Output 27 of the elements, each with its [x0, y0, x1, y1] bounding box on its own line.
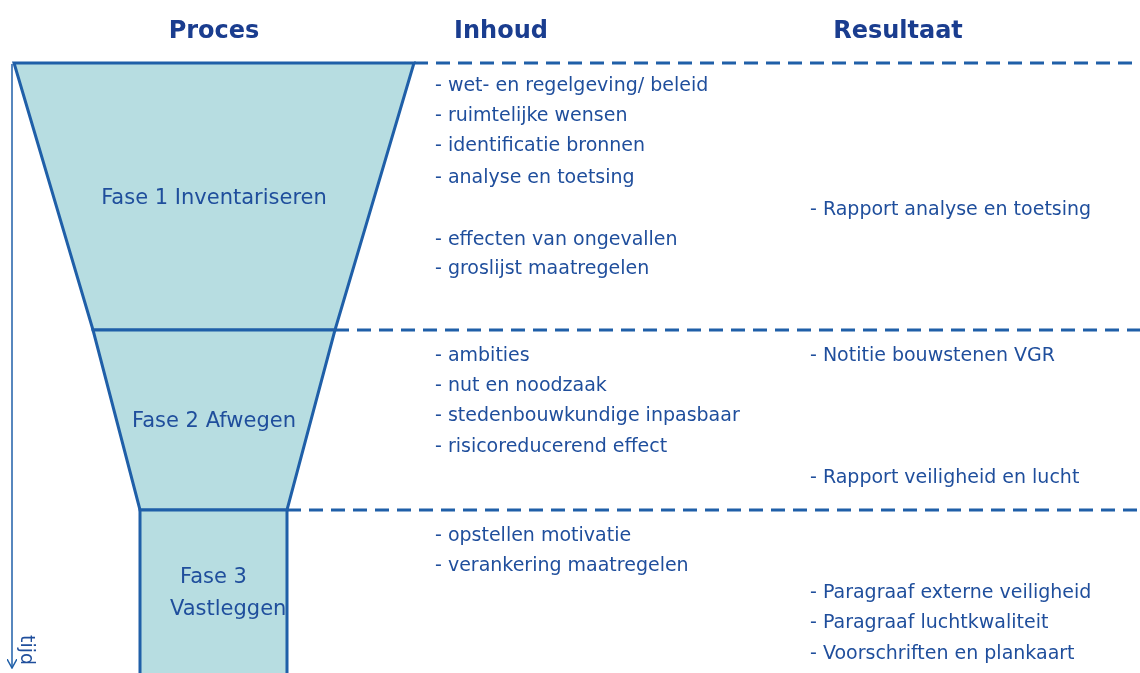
column-header: Proces: [168, 18, 260, 42]
funnel-stage: [93, 330, 335, 510]
list-item: - analyse en toetsing: [435, 164, 635, 188]
funnel-stage: [140, 510, 287, 673]
list-item: - Paragraaf luchtkwaliteit: [810, 609, 1049, 633]
list-item: - risicoreducerend effect: [435, 433, 668, 457]
list-item: - verankering maatregelen: [435, 552, 689, 576]
list-item: - stedenbouwkundige inpasbaar: [435, 402, 740, 426]
list-item: - ambities: [435, 342, 530, 366]
list-item: - ruimtelijke wensen: [435, 102, 628, 126]
list-item: - Notitie bouwstenen VGR: [810, 342, 1055, 366]
axis-label: tijd: [16, 634, 40, 666]
list-item: - wet- en regelgeving/ beleid: [435, 72, 709, 96]
column-header: Resultaat: [833, 18, 963, 42]
list-item: - Voorschriften en plankaart: [810, 640, 1075, 664]
list-item: - groslijst maatregelen: [435, 255, 650, 279]
list-item: - effecten van ongevallen: [435, 226, 678, 250]
stage-label: Fase 1 Inventariseren: [100, 184, 328, 211]
list-item: - opstellen motivatie: [435, 522, 632, 546]
list-item: - Paragraaf externe veiligheid: [810, 579, 1092, 603]
list-item: - Rapport veiligheid en lucht: [810, 464, 1080, 488]
column-header: Inhoud: [454, 18, 548, 42]
stage-label: Fase 2 Afwegen: [131, 407, 297, 434]
stage-label: Fase 3 Vastleggen: [169, 563, 287, 622]
list-item: - Rapport analyse en toetsing: [810, 196, 1092, 220]
list-item: - identificatie bronnen: [435, 132, 646, 156]
list-item: - nut en noodzaak: [435, 372, 607, 396]
